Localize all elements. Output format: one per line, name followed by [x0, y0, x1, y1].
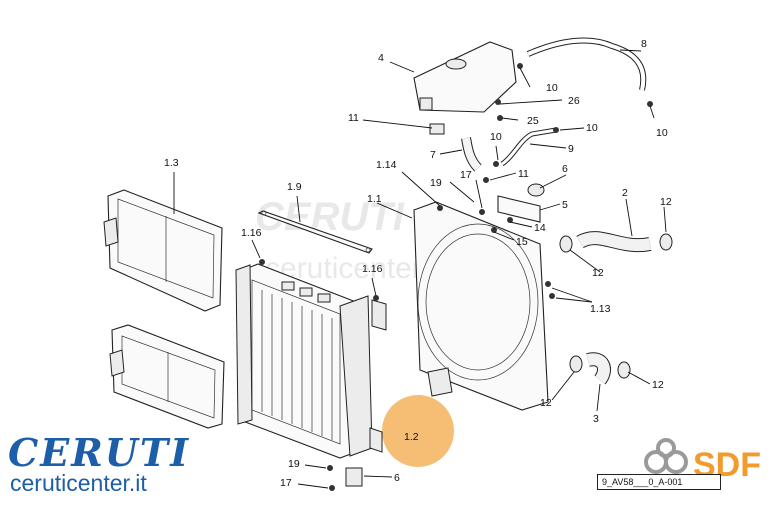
- label-17-upper: 17: [460, 169, 472, 181]
- fasteners: [259, 63, 653, 491]
- label-8: 8: [641, 38, 647, 50]
- label-19-lower: 19: [288, 458, 300, 470]
- label-2: 2: [622, 187, 628, 199]
- part-screen-lower: [109, 324, 225, 429]
- label-10-b: 10: [490, 131, 502, 143]
- label-1-2-highlighted: 1.2: [404, 431, 419, 443]
- leader-lines: [173, 49, 667, 489]
- brand-url: ceruticenter.it: [10, 470, 147, 496]
- part-labels: 1.3 1.9 1.16 1.16 1.1 1.14 4 11 7 10 26 …: [164, 38, 672, 489]
- label-10-d: 10: [656, 127, 668, 139]
- part-pipe-9: [500, 127, 557, 167]
- label-17-lower: 17: [280, 477, 292, 489]
- label-12-a: 12: [660, 196, 672, 208]
- part-bracket-5: [497, 195, 541, 223]
- part-radiator: [235, 263, 387, 459]
- label-10-a: 10: [546, 82, 558, 94]
- label-1-16-lower: 1.16: [362, 263, 383, 275]
- label-25: 25: [527, 115, 539, 127]
- label-11-right: 11: [518, 168, 529, 180]
- brand-title: CERUTI: [8, 430, 190, 475]
- part-bushing-upper: [527, 183, 545, 197]
- part-expansion-tank: [413, 41, 517, 135]
- part-overflow-hose: [526, 37, 647, 91]
- label-14: 14: [534, 222, 546, 234]
- watermark: CERUTI ceruticenter.it: [255, 195, 444, 285]
- label-12-d: 12: [652, 379, 664, 391]
- label-7: 7: [430, 149, 436, 161]
- part-screen-upper: [103, 189, 223, 312]
- label-6-upper: 6: [562, 163, 568, 175]
- part-strip: [257, 210, 373, 254]
- label-1-14: 1.14: [376, 159, 397, 171]
- label-5: 5: [562, 199, 568, 211]
- label-1-13: 1.13: [590, 303, 611, 315]
- part-hose-3: [569, 352, 631, 385]
- label-19-upper: 19: [430, 177, 442, 189]
- label-1-16-upper: 1.16: [241, 227, 262, 239]
- label-4: 4: [378, 52, 384, 64]
- label-9: 9: [568, 143, 574, 155]
- label-12-b: 12: [592, 267, 604, 279]
- label-1-9: 1.9: [287, 181, 302, 193]
- label-1-1: 1.1: [367, 193, 382, 205]
- label-26: 26: [568, 95, 580, 107]
- label-15: 15: [516, 236, 528, 248]
- diagram-code: 9_AV58___0_A-001: [597, 474, 721, 490]
- part-fan-shroud: [413, 201, 549, 411]
- part-hose-2: [559, 231, 673, 253]
- sdf-logo-icon: [644, 438, 688, 474]
- label-6-lower: 6: [394, 472, 400, 484]
- label-10-c: 10: [586, 122, 598, 134]
- highlight-circle: [382, 395, 454, 467]
- label-12-c: 12: [540, 397, 552, 409]
- label-3: 3: [593, 413, 599, 425]
- part-hose-7: [461, 137, 482, 172]
- part-mount-lower: [345, 467, 363, 487]
- label-1-3: 1.3: [164, 157, 179, 169]
- label-11-left: 11: [348, 112, 359, 124]
